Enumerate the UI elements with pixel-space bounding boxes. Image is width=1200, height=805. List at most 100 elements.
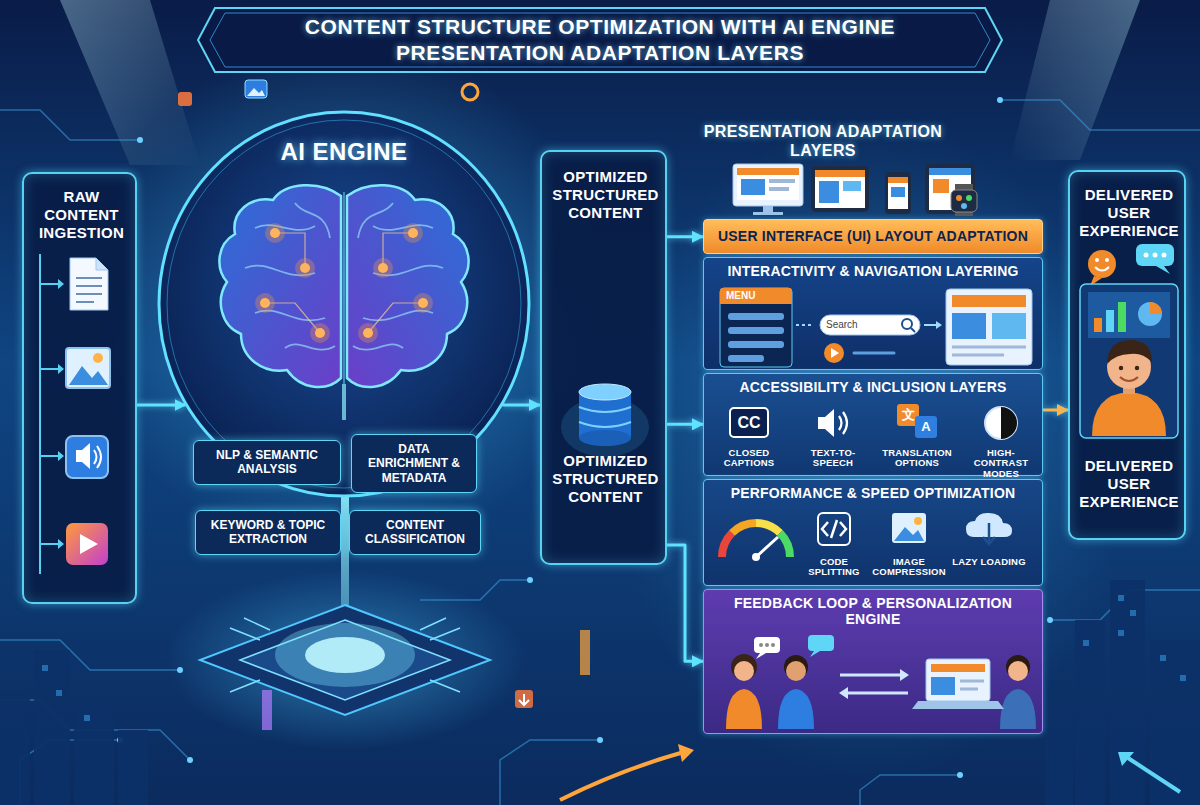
content-type-icons-part: [66, 348, 110, 388]
ai-chip-platform-part: [275, 623, 415, 687]
user-illustration-part: [1144, 253, 1149, 258]
navigation-art-part: [924, 324, 936, 326]
device-icons-part: [815, 170, 865, 208]
flow-arrow: [502, 404, 540, 407]
device-icons-part: [753, 212, 783, 215]
floating-icon-part: [462, 84, 478, 100]
performance-icons-part: [983, 523, 995, 544]
user-illustration-part: [1095, 267, 1109, 271]
flow-arrow: [667, 235, 703, 238]
user-illustration-part: [1153, 253, 1158, 258]
circuit-node: [117, 97, 1053, 778]
brain-illustration-part-part: [353, 203, 443, 350]
database-icon-part: [579, 384, 631, 400]
text-slot: MENU: [720, 288, 792, 304]
floating-icon-part: [515, 690, 533, 708]
brain-illustration-part: [219, 185, 341, 387]
item-label: A: [915, 416, 937, 438]
performance-icons-part: [756, 537, 778, 557]
navigation-art-part: [796, 324, 814, 326]
navigation-art-part: [854, 351, 894, 354]
ai-chip-platform-part: [305, 637, 385, 673]
performance-icons-part: [892, 513, 926, 543]
city-skyline: [0, 580, 1200, 805]
navigation-art-part: [936, 321, 942, 329]
user-illustration-part: [1088, 292, 1170, 338]
user-illustration-part: [1094, 318, 1102, 332]
node-heading: PERFORMANCE & SPEED OPTIMIZATION: [704, 480, 1042, 507]
feedback-illustration-part: [731, 654, 757, 680]
node-heading: USER INTERFACE (UI) LAYOUT ADAPTATION: [704, 220, 1042, 253]
circuit-node-part: [957, 772, 963, 778]
navigation-art-part: [728, 341, 784, 348]
node-heading: DELIVERED USER EXPERIENCE: [1074, 186, 1184, 240]
brain-illustration-part-part: [413, 293, 433, 313]
adaptation-layer: USER INTERFACE (UI) LAYOUT ADAPTATION: [703, 219, 1043, 254]
flow-arrow: [137, 404, 186, 407]
city-skyline-part: [118, 730, 148, 805]
item-label: TRANSLATION OPTIONS: [876, 448, 958, 469]
accessibility-icons-part: [839, 412, 847, 434]
content-type-icons-part: [93, 353, 103, 363]
node-heading: OPTIMIZED STRUCTURED CONTENT: [546, 168, 665, 222]
device-icons-part: [929, 168, 971, 175]
light-ray-part: [1010, 0, 1140, 160]
brain-illustration-part-part: [245, 203, 335, 350]
feedback-illustration-part: [786, 661, 806, 681]
circuit-trace-part: [0, 640, 180, 670]
accessibility-icons-part: [985, 407, 1017, 439]
ai-chip-platform-part: [262, 690, 272, 730]
title-banner-part: [198, 8, 1002, 72]
performance-icons-part: [732, 523, 756, 533]
circuit-node-part: [187, 757, 193, 763]
flow-arrow: [667, 423, 703, 426]
ai-chip-platform-part: [200, 605, 490, 715]
user-illustration-part: [1162, 253, 1167, 258]
text-slot: CLOSED CAPTIONS: [708, 448, 790, 469]
performance-icons-part: [780, 533, 790, 557]
content-type-icons-part: [66, 523, 108, 565]
text-slot: RAW CONTENT INGESTION: [28, 188, 135, 242]
content-type-icons-part: [69, 366, 108, 385]
decor-arrow-part: [560, 752, 684, 800]
device-icons-part: [888, 177, 908, 209]
circuit-trace: [0, 100, 1200, 805]
ai-chip-platform: [200, 496, 590, 730]
circuit-trace-part: [1000, 100, 1200, 130]
decor-arrow-part: [1128, 758, 1180, 792]
city-skyline-part: [1110, 580, 1145, 805]
item-label: CODE SPLITTING: [796, 557, 872, 578]
brain-illustration-part-part: [310, 323, 330, 343]
brain-illustration-part-part: [373, 258, 393, 278]
navigation-art-part: [720, 288, 792, 367]
text-slot: OPTIMIZED STRUCTURED CONTENT: [546, 452, 665, 506]
text-slot: DELIVERED USER EXPERIENCE: [1074, 457, 1184, 511]
brain-illustration-part-part: [418, 298, 428, 308]
performance-icons-part: [722, 533, 732, 557]
floating-icon-part: [178, 92, 192, 106]
text-slot: TRANSLATION OPTIONS: [876, 448, 958, 469]
circuit-trace-part: [420, 580, 530, 600]
title-banner-part: [210, 13, 990, 67]
item-label: CLOSED CAPTIONS: [708, 448, 790, 469]
city-window-part: [1118, 595, 1124, 601]
feedback-illustration-part: [778, 689, 814, 729]
performance-icons-part: [752, 553, 760, 561]
text-slot: CC: [729, 407, 769, 438]
flow-arrow: [1043, 409, 1068, 412]
content-type-icons-part: [66, 436, 108, 478]
brain-illustration-part-part: [265, 233, 320, 333]
brain-illustration-part: [347, 185, 469, 387]
layer-column: USER INTERFACE (UI) LAYOUT ADAPTATIONINT…: [703, 219, 1043, 734]
content-type-icons-part: [76, 443, 90, 469]
device-icons-part: [737, 168, 799, 200]
brain-illustration-part-part: [403, 223, 423, 243]
city-skyline-part: [1045, 680, 1073, 805]
content-type-icons-part: [80, 534, 98, 554]
city-window-part: [1160, 655, 1166, 661]
ai-chip-platform-part: [580, 630, 590, 675]
feedback-illustration-part: [840, 674, 900, 677]
diagram-title: CONTENT STRUCTURE OPTIMIZATION WITH AI E…: [230, 14, 970, 67]
